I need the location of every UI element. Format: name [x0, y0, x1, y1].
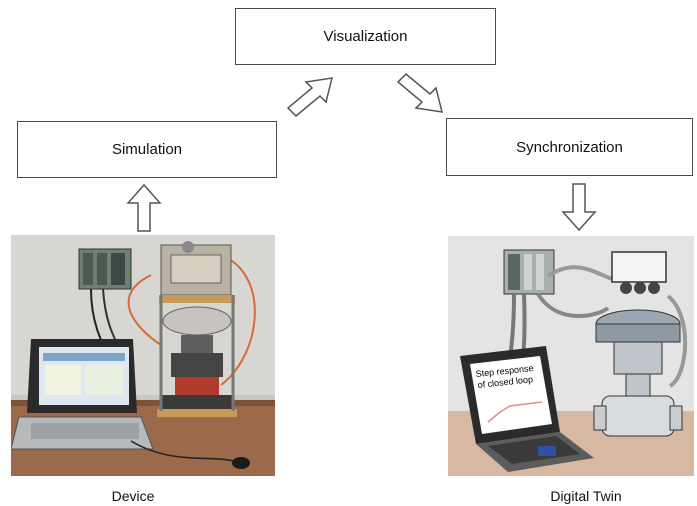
digital-twin-illustration: Step response of closed loop	[448, 236, 694, 476]
diagonal-down-arrow-icon	[396, 72, 444, 113]
diagonal-up-arrow-icon	[286, 77, 334, 118]
digital-twin-caption: Digital Twin	[550, 488, 622, 504]
synchronization-box: Synchronization	[446, 118, 693, 176]
visualization-label: Visualization	[323, 28, 408, 45]
down-arrow-icon	[561, 183, 597, 232]
up-arrow-icon	[126, 183, 162, 232]
simulation-box: Simulation	[17, 121, 277, 178]
device-caption: Device	[111, 488, 155, 504]
synchronization-label: Synchronization	[516, 138, 623, 156]
device-photo	[11, 235, 275, 476]
visualization-box: Visualization	[235, 8, 496, 65]
simulation-label: Simulation	[111, 141, 183, 158]
